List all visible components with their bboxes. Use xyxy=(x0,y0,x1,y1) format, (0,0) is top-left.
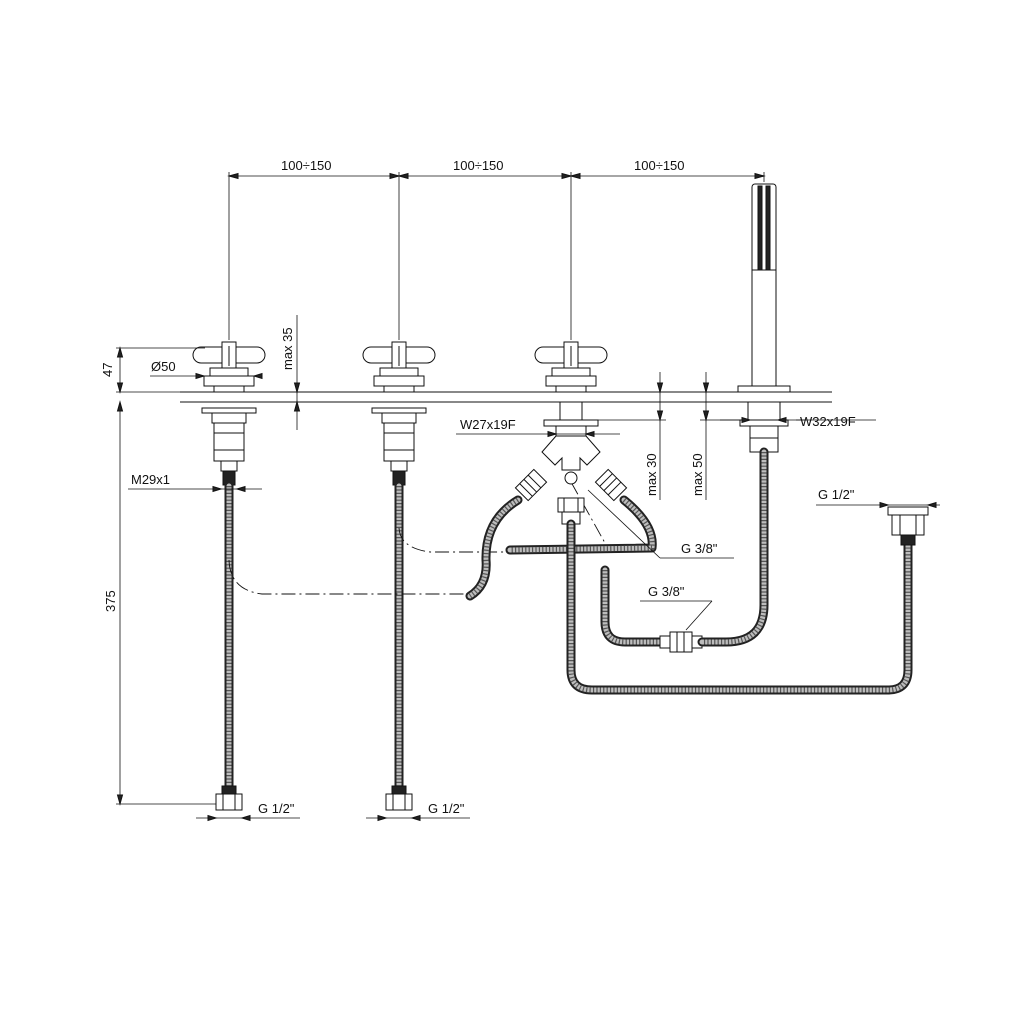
max-30-label: max 30 xyxy=(644,453,659,496)
g12-left-label: G 1/2" xyxy=(258,801,295,816)
left-valve xyxy=(192,341,266,486)
right-dimensions xyxy=(456,372,940,631)
connection-paths xyxy=(228,481,611,595)
g38-lower-label: G 3/8" xyxy=(648,584,685,599)
right-valve-hoses xyxy=(465,495,913,695)
spacing-dimensions xyxy=(227,172,766,180)
max-50-label: max 50 xyxy=(690,453,705,496)
axis-lines xyxy=(228,172,765,340)
diameter-label: Ø50 xyxy=(151,359,176,374)
right-inlet xyxy=(887,506,929,546)
hose-coupling xyxy=(659,631,703,653)
right-valve xyxy=(514,341,628,525)
g12-middle-label: G 1/2" xyxy=(428,801,465,816)
spacing-label-1: 100÷150 xyxy=(281,158,332,173)
left-dimensions xyxy=(116,315,302,822)
left-hose xyxy=(215,481,243,811)
shower-hose xyxy=(697,447,769,647)
middle-dimensions xyxy=(366,814,470,822)
middle-hose xyxy=(385,481,413,811)
height-47-label: 47 xyxy=(100,363,115,377)
g12-right-label: G 1/2" xyxy=(818,487,855,502)
deck-lines xyxy=(180,391,832,403)
hand-shower xyxy=(737,183,791,453)
middle-valve xyxy=(362,341,436,486)
m29-label: M29x1 xyxy=(131,472,170,487)
w27-label: W27x19F xyxy=(460,417,516,432)
max-35-label: max 35 xyxy=(280,327,295,370)
spacing-label-3: 100÷150 xyxy=(634,158,685,173)
height-375-label: 375 xyxy=(103,590,118,612)
spacing-label-2: 100÷150 xyxy=(453,158,504,173)
w32-label: W32x19F xyxy=(800,414,856,429)
g38-upper-label: G 3/8" xyxy=(681,541,718,556)
